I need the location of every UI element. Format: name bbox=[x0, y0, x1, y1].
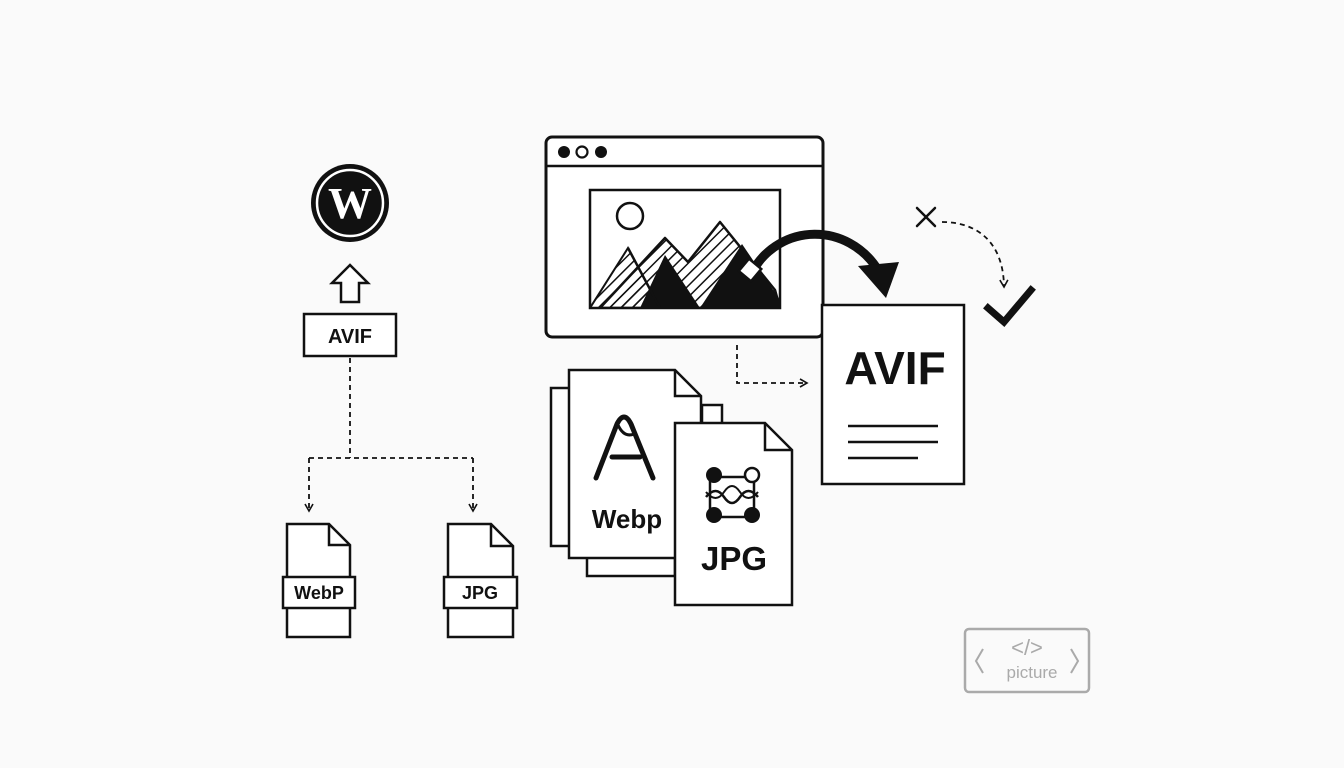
jpg-file-icon: JPG bbox=[442, 522, 519, 639]
picture-tag-icon: </> picture bbox=[963, 627, 1091, 694]
jpg-card: JPG bbox=[673, 421, 794, 607]
x-mark-icon bbox=[915, 206, 937, 228]
curved-arrow-icon bbox=[736, 229, 899, 298]
webp-card-label: Webp bbox=[592, 504, 662, 534]
mountain-image-icon bbox=[588, 188, 782, 310]
left-avif-label: AVIF bbox=[328, 326, 372, 348]
wordpress-logo-icon: W bbox=[311, 164, 389, 242]
fallback-connector bbox=[304, 358, 478, 513]
avif-document: AVIF bbox=[820, 303, 966, 486]
left-jpg-label: JPG bbox=[462, 583, 498, 603]
jpg-card-label: JPG bbox=[701, 540, 767, 577]
svg-text:W: W bbox=[328, 179, 372, 228]
jpeg-nodes-icon bbox=[705, 466, 761, 523]
checkmark-icon bbox=[983, 285, 1036, 327]
arrow-up-outline-icon bbox=[328, 263, 372, 304]
picture-tag-code: </> bbox=[1011, 635, 1043, 660]
webp-card-stack: Webp bbox=[549, 368, 724, 578]
retry-connector bbox=[941, 221, 1009, 289]
picture-tag-word: picture bbox=[1006, 663, 1057, 682]
avif-a-logo-icon bbox=[593, 414, 656, 481]
webp-file-icon: WebP bbox=[281, 522, 357, 639]
avif-document-label: AVIF bbox=[844, 342, 945, 394]
browser-to-avif-connector bbox=[736, 345, 809, 388]
left-avif-box: AVIF bbox=[302, 312, 398, 358]
left-webp-label: WebP bbox=[294, 583, 344, 603]
